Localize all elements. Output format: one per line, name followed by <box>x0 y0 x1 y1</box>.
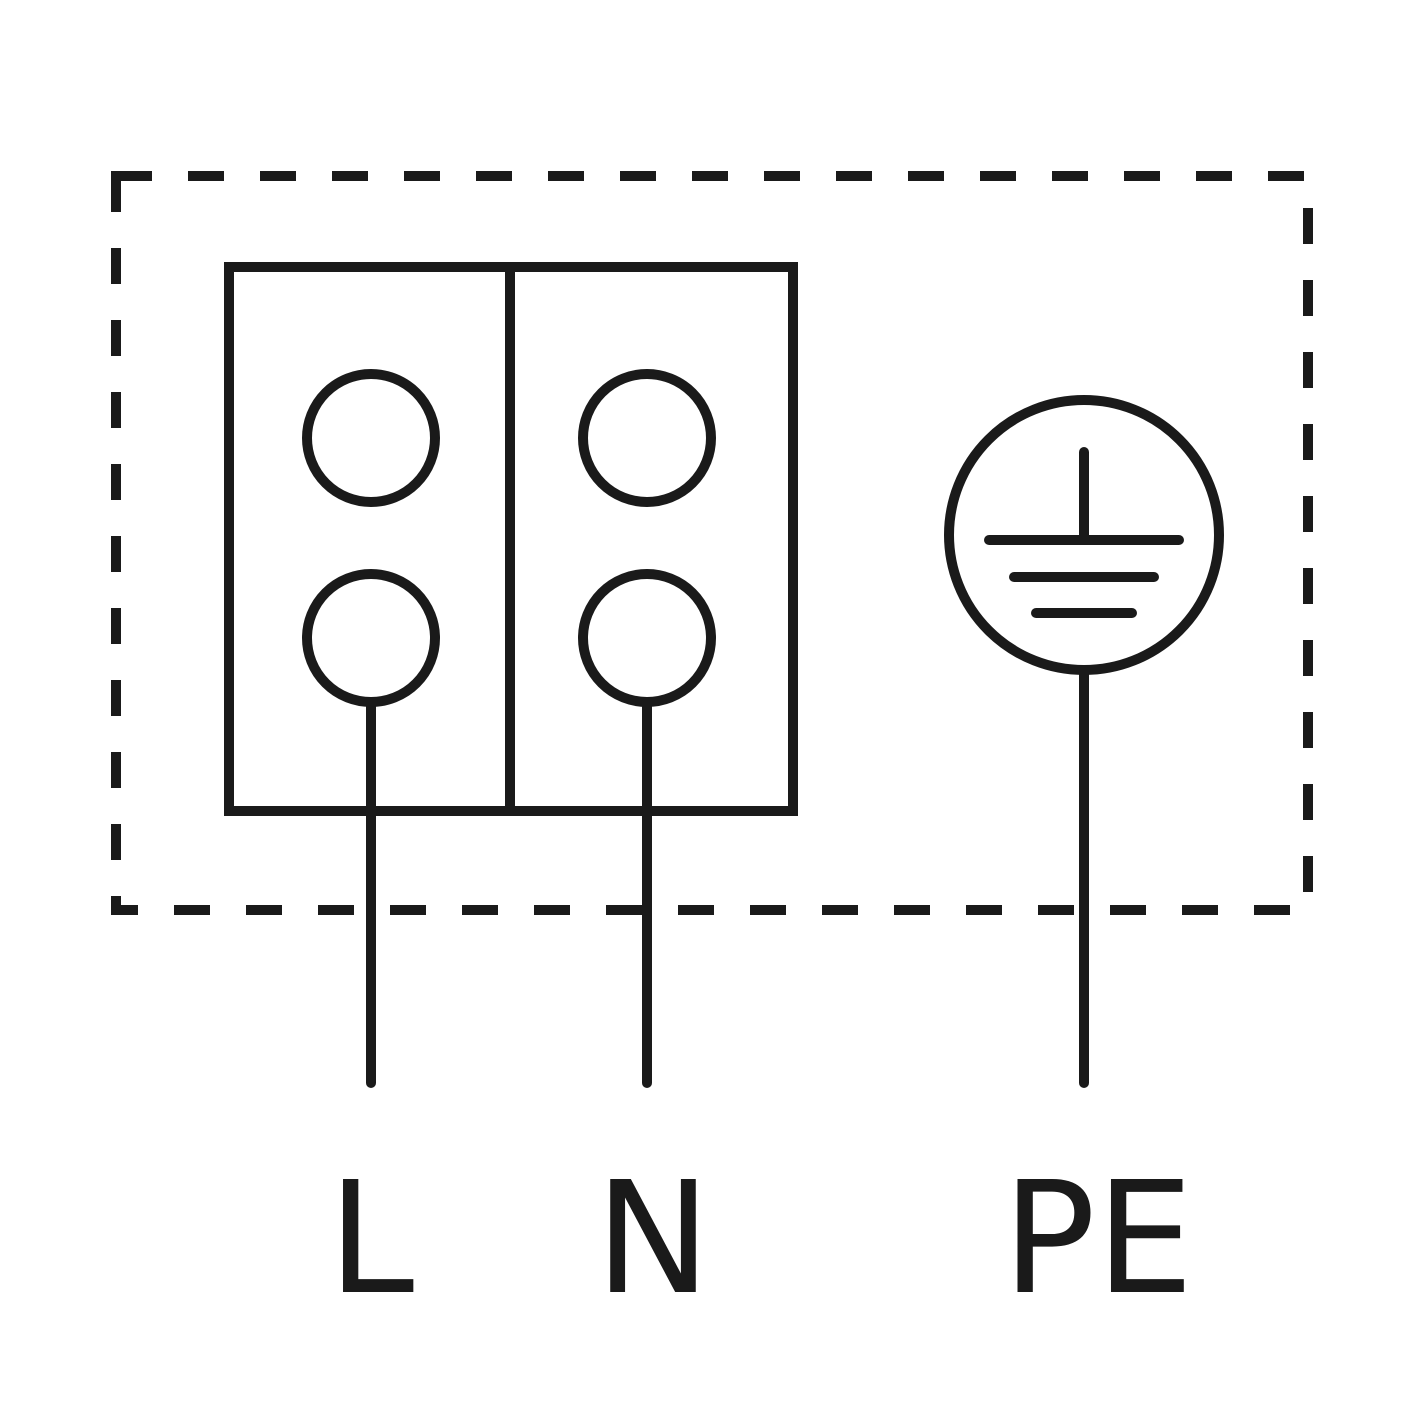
terminal-l-lower-hole <box>302 569 440 707</box>
terminal-block <box>224 262 798 816</box>
label-n: N <box>595 1148 711 1329</box>
label-l: L <box>328 1148 414 1329</box>
terminal-l-upper-hole <box>302 369 440 507</box>
earth-icon <box>944 395 1224 675</box>
terminal-n-upper-hole <box>578 369 716 507</box>
terminal-n-lower-hole <box>578 569 716 707</box>
label-pe: PE <box>1002 1148 1193 1329</box>
enclosure-boundary <box>111 171 1313 915</box>
